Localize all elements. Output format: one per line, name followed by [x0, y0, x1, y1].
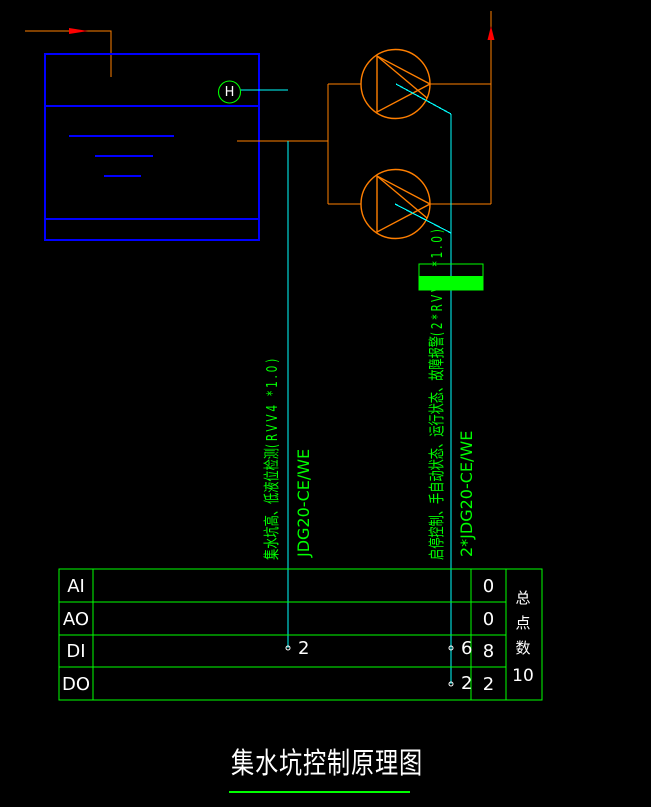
- level-di-count: 2: [298, 638, 310, 659]
- drawing-title: 集水坑控制原理图: [231, 746, 424, 780]
- wire-terminals: [285, 645, 454, 687]
- pump-do-count: 2: [461, 673, 473, 694]
- total-points-value: 10: [512, 666, 534, 686]
- level-sensor-symbol: [217, 80, 242, 104]
- io-row-label-ai: AI: [67, 576, 85, 597]
- io-row-label-ao: AO: [62, 609, 90, 630]
- io-row-label-di: DI: [66, 641, 86, 662]
- junction-box: [418, 263, 484, 291]
- discharge-pipe: [430, 11, 492, 205]
- inlet-pipe: [25, 30, 112, 77]
- total-points-label: 总点数: [515, 589, 531, 657]
- level-di-terminal: [285, 645, 291, 651]
- suction-pipe: [237, 83, 361, 205]
- io-count-do: 2: [482, 674, 495, 695]
- pump1-signal-wire: [395, 83, 452, 115]
- pump-1: [360, 48, 432, 120]
- pump-di-count: 6: [461, 638, 473, 659]
- inlet-flow-arrow-icon: [69, 28, 88, 34]
- signal-wires: [240, 83, 452, 684]
- pump2-signal-wire: [394, 203, 452, 234]
- io-count-ao: 0: [482, 609, 495, 630]
- io-count-di: 8: [482, 641, 495, 662]
- discharge-flow-arrow-icon: [487, 26, 495, 40]
- io-row-label-do: DO: [61, 674, 91, 695]
- pump-do-terminal: [448, 681, 454, 687]
- water-tank: [44, 53, 260, 241]
- io-table-grid: [58, 568, 543, 701]
- pump-2: [360, 168, 432, 240]
- level-sensor-label: H: [224, 85, 235, 100]
- io-count-ai: 0: [482, 576, 495, 597]
- pump-di-terminal: [448, 645, 454, 651]
